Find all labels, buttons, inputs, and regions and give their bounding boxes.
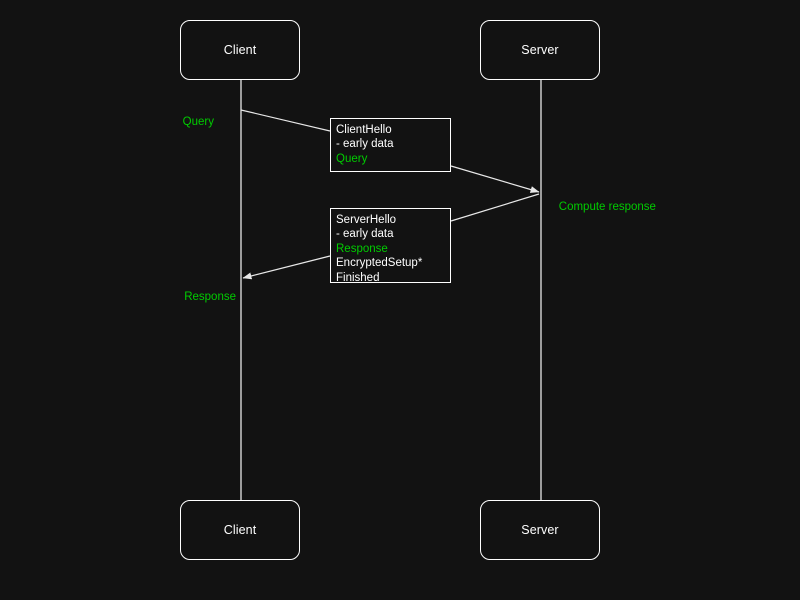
- actor-label-server-bottom: Server: [521, 522, 559, 537]
- message-box-client-hello[interactable]: ClientHello - early data Query: [330, 118, 451, 172]
- actor-label-client-top: Client: [223, 42, 257, 57]
- message-line: - early data: [336, 138, 394, 151]
- query-label: Query: [114, 103, 214, 142]
- response-label-text: Response: [184, 291, 236, 303]
- actor-box-server-bottom[interactable]: Server: [480, 500, 600, 560]
- message-line: - early data: [336, 228, 394, 241]
- message-line: EncryptedSetup*: [336, 257, 423, 270]
- actor-box-client-bottom[interactable]: Client: [180, 500, 300, 560]
- message-box-server-hello[interactable]: ServerHello - early data Response Encryp…: [330, 208, 451, 284]
- message-line: Finished: [336, 271, 380, 284]
- arrow-clienthello-to-server: [450, 165, 540, 193]
- actor-label-server-top: Server: [521, 42, 559, 57]
- compute-response-label: Compute response: [546, 188, 656, 227]
- message-line: ClientHello: [336, 124, 392, 136]
- actor-box-server-top[interactable]: Server: [480, 20, 600, 80]
- response-label: Response: [136, 278, 236, 317]
- message-line: ServerHello: [336, 214, 397, 226]
- arrow-server-to-serverhello: [450, 193, 540, 222]
- query-label-text: Query: [182, 116, 214, 128]
- message-line: Response: [336, 242, 388, 255]
- compute-response-label-text: Compute response: [558, 201, 656, 213]
- actor-label-client-bottom: Client: [223, 522, 257, 537]
- message-line: Query: [336, 152, 368, 165]
- arrow-client-to-clienthello: [240, 109, 331, 132]
- actor-box-client-top[interactable]: Client: [180, 20, 300, 80]
- arrow-serverhello-to-client: [242, 255, 331, 280]
